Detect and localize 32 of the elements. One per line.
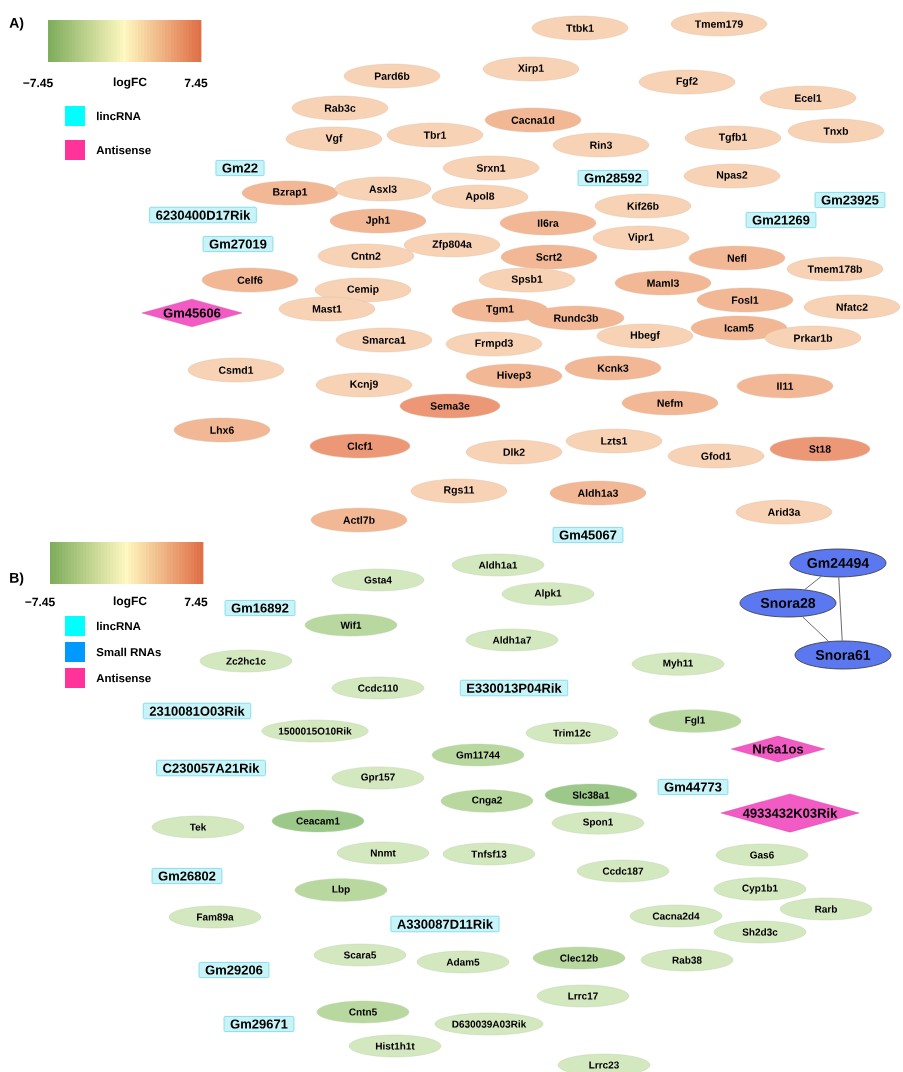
lincrna-box: Gm21269 (745, 211, 817, 229)
scale-max-label: 7.45 (184, 78, 208, 88)
lincrna-box: Gm27019 (202, 235, 274, 253)
edge-line (804, 576, 822, 590)
lincrna-box: Gm45067 (552, 526, 624, 544)
legend-label: lincRNA (97, 621, 141, 631)
lincrna-box: Gm29671 (223, 1015, 295, 1033)
lincrna-box: Gm23925 (814, 191, 886, 209)
panel-label: B) (10, 572, 24, 586)
scale-title: logFC (113, 77, 147, 89)
lincrna-box: Gm44773 (657, 778, 729, 796)
edge-line (838, 576, 843, 642)
lincrna-box: Gm22 (215, 159, 265, 177)
lincrna-box: Gm26802 (151, 867, 223, 885)
scale-min-label: −7.45 (25, 597, 55, 607)
lincrna-box: 2310081O03Rik (142, 702, 252, 720)
lincrna-box: Gm28592 (577, 169, 649, 187)
lincrna-box: Gm16892 (224, 599, 296, 617)
scale-min-label: −7.45 (23, 78, 53, 88)
lincrna-box: C230057A21Rik (156, 759, 266, 777)
lincrna-box: 6230400D17Rik (149, 206, 257, 224)
scale-max-label: 7.45 (184, 597, 208, 607)
legend-label: Small RNAs (96, 647, 161, 657)
scale-title: logFC (113, 596, 147, 608)
lincrna-box: Gm29206 (198, 961, 270, 979)
edge-line (802, 616, 829, 642)
legend-label: lincRNA (97, 111, 141, 121)
lincrna-box: A330087D11Rik (390, 915, 500, 933)
legend-label: Antisense (96, 145, 151, 155)
lincrna-box: E330013P04Rik (459, 679, 569, 697)
legend-label: Antisense (96, 673, 151, 683)
panel-label: A) (9, 17, 24, 31)
